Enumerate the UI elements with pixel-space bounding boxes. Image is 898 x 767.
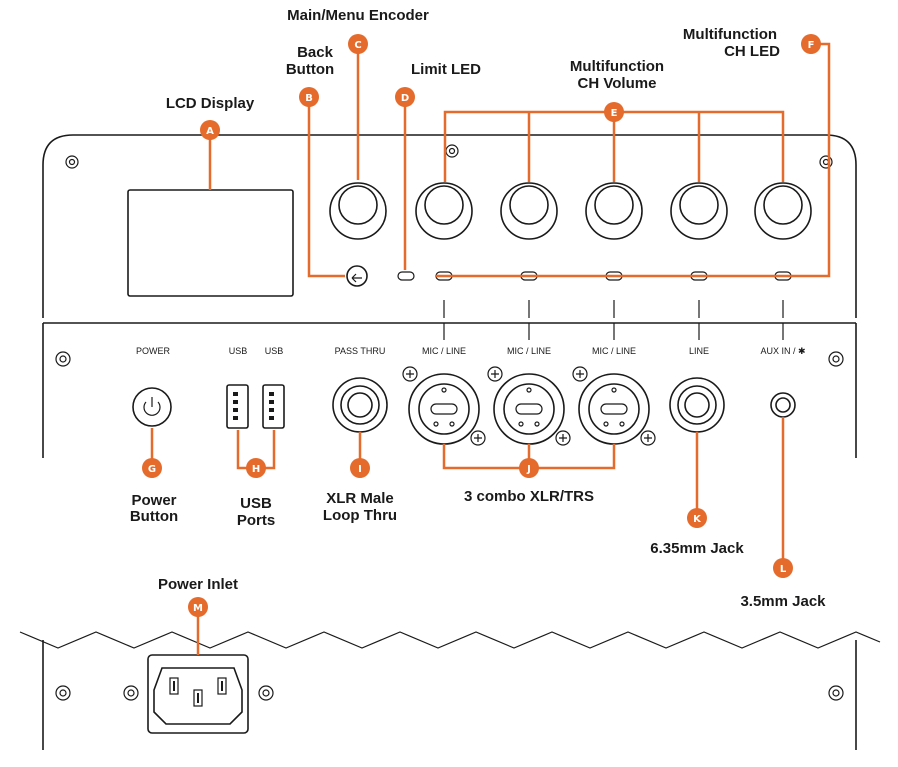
- label-ch-volume-line1: Multifunction: [570, 58, 664, 75]
- main-menu-encoder-knob[interactable]: [329, 182, 387, 240]
- label-main-menu-encoder: Main/Menu Encoder: [287, 7, 429, 24]
- svg-text:H: H: [252, 464, 260, 475]
- label-usb-ports-line1: USB: [240, 495, 272, 512]
- screw-icon: [828, 351, 844, 367]
- svg-text:I: I: [358, 464, 362, 475]
- callout-badge-f: F: [801, 34, 821, 54]
- channel-volume-knob[interactable]: [585, 182, 643, 240]
- callout-badge-m: M: [188, 597, 208, 617]
- label-xlr-loop-line2: Loop Thru: [323, 507, 397, 524]
- screw-icon: [258, 685, 274, 701]
- svg-text:A: A: [206, 126, 214, 137]
- line-panel-label: LINE: [689, 346, 709, 356]
- label-ch-led-line2: CH LED: [724, 43, 780, 60]
- callout-badge-k: K: [687, 508, 707, 528]
- limit-led: [397, 271, 415, 281]
- callout-badge-c: C: [348, 34, 368, 54]
- label-6-35mm-jack: 6.35mm Jack: [650, 540, 744, 557]
- usb-port[interactable]: [226, 384, 249, 429]
- label-lcd-display: LCD Display: [166, 95, 255, 112]
- callout-badge-l: L: [773, 558, 793, 578]
- label-ch-volume-line2: CH Volume: [578, 75, 657, 92]
- back-arrow-icon: [351, 273, 362, 283]
- label-back-button-line1: Back: [297, 44, 334, 61]
- svg-text:C: C: [354, 40, 361, 51]
- power-button[interactable]: [132, 387, 172, 427]
- channel-volume-knob[interactable]: [754, 182, 812, 240]
- pass-thru-panel-label: PASS THRU: [335, 346, 386, 356]
- svg-text:L: L: [780, 564, 787, 575]
- channel-tick-marks: [443, 300, 784, 340]
- channel-volume-knob[interactable]: [670, 182, 728, 240]
- combo-xlr-trs-jack[interactable]: [572, 366, 656, 446]
- usb-port[interactable]: [262, 384, 285, 429]
- combo-xlr-trs-jack[interactable]: [487, 366, 571, 446]
- screw-icon: [65, 155, 79, 169]
- lcd-display: [127, 189, 294, 297]
- combo-xlr-trs-jack[interactable]: [402, 366, 486, 446]
- usb-panel-label: USB: [265, 346, 284, 356]
- svg-text:J: J: [526, 464, 531, 475]
- callout-badge-g: G: [142, 458, 162, 478]
- label-power-button-line1: Power: [131, 492, 176, 509]
- aux-in-panel-label: AUX IN / ✱: [760, 346, 805, 356]
- aux-jack-3-5mm[interactable]: [770, 392, 796, 418]
- label-xlr-loop-line1: XLR Male: [326, 490, 394, 507]
- svg-text:D: D: [401, 93, 409, 104]
- callout-badge-d: D: [395, 87, 415, 107]
- line-jack-6-35mm[interactable]: [669, 377, 725, 433]
- power-panel-label: POWER: [136, 346, 171, 356]
- label-ch-led-line1: Multifunction: [683, 26, 777, 43]
- screw-icon: [445, 144, 459, 158]
- channel-volume-knob[interactable]: [500, 182, 558, 240]
- power-icon: [143, 401, 161, 416]
- screw-icon: [123, 685, 139, 701]
- label-limit-led: Limit LED: [411, 61, 481, 78]
- label-combo-xlr-trs: 3 combo XLR/TRS: [464, 488, 594, 505]
- callout-badge-b: B: [299, 87, 319, 107]
- mic-line-panel-label: MIC / LINE: [422, 346, 466, 356]
- svg-text:M: M: [193, 603, 203, 614]
- cut-line: [19, 631, 881, 649]
- label-3-5mm-jack: 3.5mm Jack: [740, 593, 826, 610]
- svg-text:G: G: [148, 464, 156, 475]
- mic-line-panel-label: MIC / LINE: [592, 346, 636, 356]
- svg-text:B: B: [305, 93, 313, 104]
- label-usb-ports-line2: Ports: [237, 512, 275, 529]
- callout-badge-j: J: [519, 458, 539, 478]
- back-button[interactable]: [346, 265, 368, 287]
- svg-text:F: F: [808, 40, 815, 51]
- mic-line-panel-label: MIC / LINE: [507, 346, 551, 356]
- label-power-inlet: Power Inlet: [158, 576, 238, 593]
- screw-icon: [828, 685, 844, 701]
- label-back-button-line2: Button: [286, 61, 334, 78]
- xlr-loop-thru-jack[interactable]: [332, 377, 388, 433]
- callout-badge-i: I: [350, 458, 370, 478]
- screw-icon: [55, 351, 71, 367]
- usb-panel-label: USB: [229, 346, 248, 356]
- screw-icon: [55, 685, 71, 701]
- svg-text:E: E: [611, 108, 618, 119]
- svg-text:K: K: [693, 514, 702, 525]
- channel-volume-knob[interactable]: [415, 182, 473, 240]
- power-inlet[interactable]: [147, 654, 249, 734]
- callout-badge-a: A: [200, 120, 220, 140]
- label-power-button-line2: Button: [130, 508, 178, 525]
- top-panel-outline: [42, 134, 857, 318]
- callout-badge-e: E: [604, 102, 624, 122]
- callout-badge-h: H: [246, 458, 266, 478]
